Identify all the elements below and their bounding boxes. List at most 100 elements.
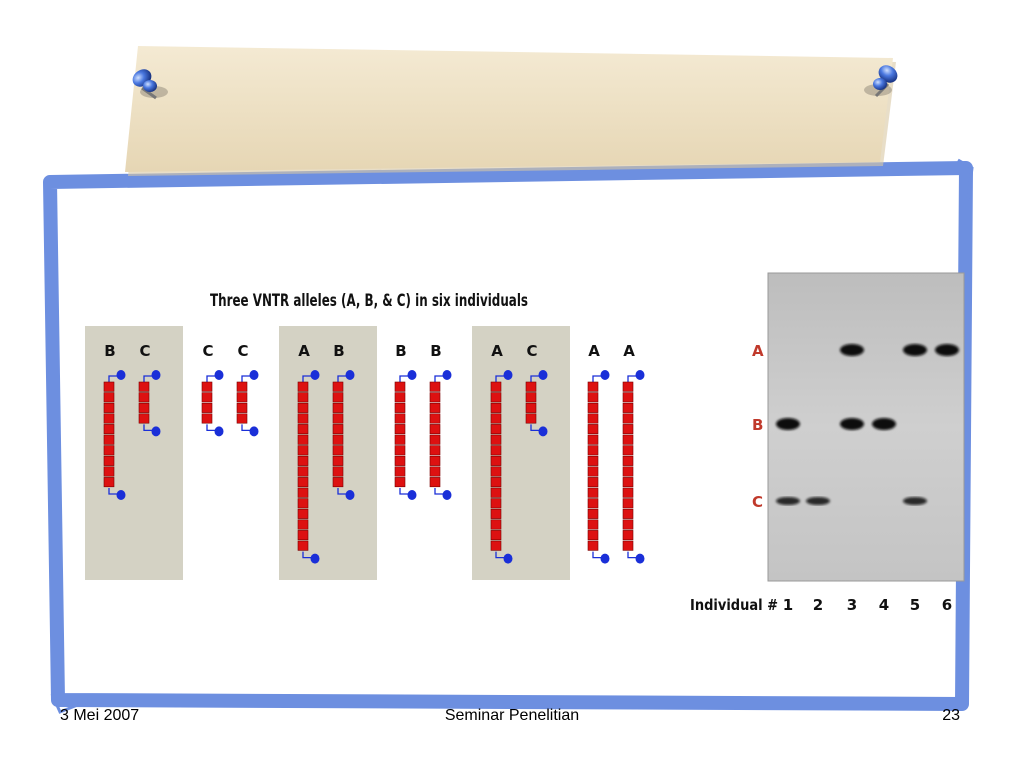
gel-row-label: C: [752, 493, 763, 511]
repeat-unit: [622, 455, 634, 466]
repeat-unit: [332, 466, 344, 477]
gel-lane-number: 4: [879, 596, 889, 614]
repeat-unit: [587, 466, 599, 477]
repeat-unit: [332, 381, 344, 392]
repeat-unit: [394, 392, 406, 403]
repeat-unit: [587, 508, 599, 519]
allele-label: A: [623, 342, 635, 360]
repeat-unit: [622, 498, 634, 509]
repeat-unit: [138, 392, 150, 403]
repeat-unit: [103, 445, 115, 456]
repeat-unit: [103, 455, 115, 466]
repeat-unit: [297, 519, 309, 530]
pushpin-icon: [132, 69, 168, 100]
allele-label: B: [104, 342, 115, 360]
gel-bands: [776, 344, 959, 505]
flank-marker: [635, 553, 645, 564]
repeat-unit: [490, 445, 502, 456]
allele-A-chromosome: [622, 370, 645, 564]
repeat-unit: [201, 381, 213, 392]
repeat-unit: [587, 381, 599, 392]
allele-C-chromosome: [138, 370, 161, 437]
repeat-unit: [622, 381, 634, 392]
repeat-unit: [622, 466, 634, 477]
repeat-unit: [490, 413, 502, 424]
repeat-unit: [429, 434, 441, 445]
allele-B-chromosome: [103, 370, 126, 500]
footer-page-number: 23: [942, 707, 960, 724]
repeat-unit: [429, 392, 441, 403]
repeat-unit: [429, 455, 441, 466]
repeat-unit: [297, 455, 309, 466]
flank-marker: [310, 553, 320, 564]
repeat-unit: [622, 519, 634, 530]
individual-background: [279, 326, 377, 580]
repeat-unit: [394, 434, 406, 445]
repeat-unit: [332, 424, 344, 435]
repeat-unit: [525, 381, 537, 392]
flank-marker: [538, 370, 548, 380]
repeat-unit: [587, 530, 599, 541]
repeat-unit: [622, 540, 634, 551]
gel-lane-number: 6: [942, 596, 952, 614]
flank-marker: [249, 426, 259, 437]
repeat-unit: [587, 445, 599, 456]
repeat-unit: [297, 530, 309, 541]
repeat-unit: [490, 487, 502, 498]
repeat-unit: [394, 381, 406, 392]
repeat-unit: [297, 413, 309, 424]
repeat-unit: [201, 392, 213, 403]
flank-marker: [249, 370, 259, 380]
repeat-unit: [103, 413, 115, 424]
flank-marker: [407, 490, 417, 500]
repeat-unit: [332, 402, 344, 413]
repeat-unit: [332, 413, 344, 424]
diagram-title: Three VNTR alleles (A, B, & C) in six in…: [210, 291, 528, 311]
gel-band: [872, 418, 896, 430]
repeat-unit: [394, 455, 406, 466]
repeat-unit: [297, 402, 309, 413]
repeat-unit: [138, 402, 150, 413]
repeat-unit: [394, 413, 406, 424]
gel-row-label: B: [752, 416, 763, 434]
gel-band: [903, 497, 927, 505]
allele-label: C: [202, 342, 213, 360]
allele-label: A: [588, 342, 600, 360]
repeat-unit: [297, 540, 309, 551]
flank-marker: [151, 370, 161, 380]
gel-row-labels: ABC: [752, 342, 764, 511]
repeat-unit: [622, 413, 634, 424]
repeat-unit: [429, 413, 441, 424]
repeat-unit: [490, 519, 502, 530]
repeat-unit: [490, 498, 502, 509]
repeat-unit: [622, 487, 634, 498]
repeat-unit: [103, 434, 115, 445]
flank-marker: [116, 370, 126, 380]
gel-lane-caption: Individual #: [690, 596, 778, 614]
repeat-unit: [490, 540, 502, 551]
repeat-unit: [622, 477, 634, 488]
individual-background: [85, 326, 183, 580]
repeat-unit: [622, 445, 634, 456]
gel-band: [903, 344, 927, 356]
allele-label: A: [298, 342, 310, 360]
repeat-unit: [587, 540, 599, 551]
repeat-unit: [490, 392, 502, 403]
allele-label: B: [395, 342, 406, 360]
repeat-unit: [525, 392, 537, 403]
flank-marker: [151, 426, 161, 437]
repeat-unit: [587, 392, 599, 403]
allele-C-chromosome: [525, 370, 548, 437]
repeat-unit: [490, 402, 502, 413]
repeat-unit: [394, 424, 406, 435]
repeat-unit: [201, 413, 213, 424]
allele-label: C: [237, 342, 248, 360]
